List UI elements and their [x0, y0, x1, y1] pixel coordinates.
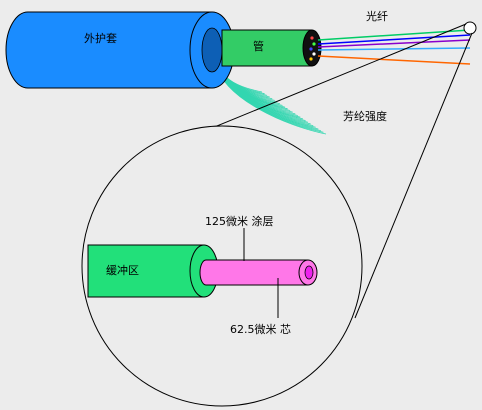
fiber-line: [317, 47, 471, 51]
cladding: [199, 259, 318, 286]
fiber-line: [317, 39, 471, 48]
fiber-label: 光纤: [366, 9, 388, 23]
buffer-label: 缓冲区: [106, 263, 139, 277]
core-label: 62.5微米 芯: [230, 322, 291, 336]
fiber-line: [317, 29, 471, 41]
jacket-label: 外护套: [84, 31, 117, 45]
inner-tube: [221, 29, 322, 67]
aramid-label: 芳纶强度: [343, 109, 387, 123]
magnify-point: [463, 21, 477, 35]
tube-label: 管: [253, 39, 264, 53]
cladding-label: 125微米 涂层: [205, 214, 274, 228]
fiber-line: [317, 34, 471, 45]
optical-fibers: [317, 29, 471, 65]
outer-jacket: [5, 11, 235, 89]
pointer-lines: [243, 228, 279, 318]
fiber-line: [317, 55, 471, 65]
